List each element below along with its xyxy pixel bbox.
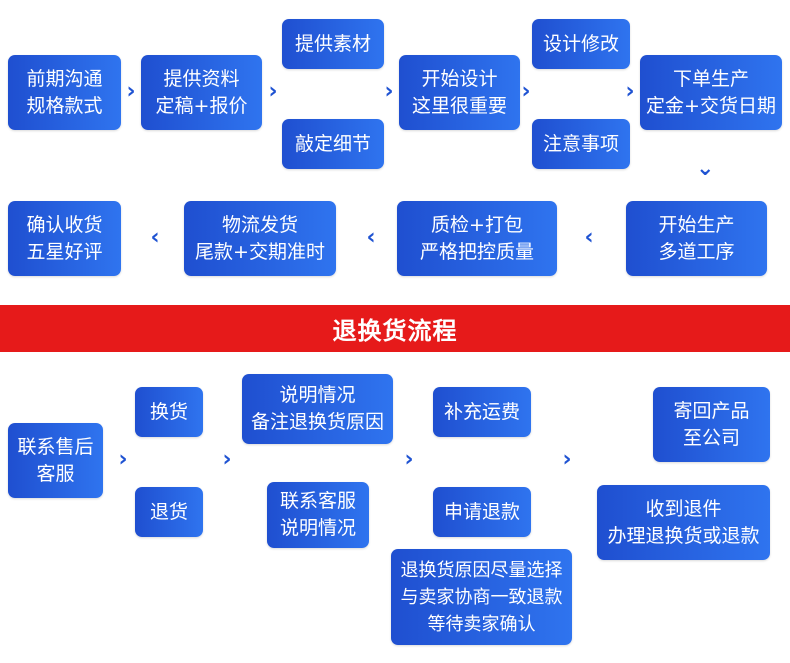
step-line: 规格款式 <box>26 94 103 117</box>
step-line: 等待卖家确认 <box>427 613 536 635</box>
step-start-design: 开始设计 这里很重要 <box>399 55 520 130</box>
step-line: 提供素材 <box>294 32 371 55</box>
step-provide-materials: 提供素材 <box>282 19 384 69</box>
step-provide-info: 提供资料 定稿+报价 <box>141 55 262 130</box>
chevron-right-icon: › <box>384 79 394 104</box>
return-refund-note: 退换货原因尽量选择 与卖家协商一致退款 等待卖家确认 <box>391 549 572 645</box>
step-line: 办理退换货或退款 <box>607 524 760 547</box>
chevron-right-icon: › <box>562 447 572 472</box>
step-line: 前期沟通 <box>26 67 103 90</box>
banner-title: 退换货流程 <box>332 317 458 345</box>
return-process-banner: 退换货流程 <box>0 305 790 352</box>
chevron-right-icon: › <box>521 79 531 104</box>
chevron-right-icon: › <box>268 79 278 104</box>
step-line: 定金+交货日期 <box>646 94 776 117</box>
chevron-left-icon: ‹ <box>366 225 376 250</box>
step-line: 与卖家协商一致退款 <box>400 586 563 608</box>
return-exchange: 换货 <box>135 387 203 437</box>
chevron-left-icon: ‹ <box>584 225 594 250</box>
step-line: 收到退件 <box>645 497 722 520</box>
step-communication: 前期沟通 规格款式 <box>8 55 121 130</box>
step-line: 确认收货 <box>26 213 103 236</box>
step-line: 联系客服 <box>279 490 356 512</box>
return-explain-reason: 说明情况 备注退换货原因 <box>242 374 393 444</box>
step-line: 这里很重要 <box>411 94 507 117</box>
step-line: 下单生产 <box>672 67 749 90</box>
chevron-right-icon: › <box>118 447 128 472</box>
step-line: 严格把控质量 <box>419 240 534 263</box>
step-line: 开始设计 <box>421 67 498 90</box>
return-contact-cs: 联系客服 说明情况 <box>267 482 369 548</box>
chevron-down-icon: ⌄ <box>696 156 715 181</box>
step-place-order: 下单生产 定金+交货日期 <box>640 55 782 130</box>
return-receive-process: 收到退件 办理退换货或退款 <box>597 485 770 560</box>
step-line: 开始生产 <box>658 213 735 236</box>
step-start-production: 开始生产 多道工序 <box>626 201 767 276</box>
step-design-revision: 设计修改 <box>532 19 630 69</box>
step-line: 物流发货 <box>221 213 298 236</box>
step-line: 提供资料 <box>163 67 240 90</box>
step-line: 联系售后 <box>17 435 94 458</box>
step-line: 申请退款 <box>443 500 520 523</box>
step-line: 注意事项 <box>542 132 619 155</box>
step-line: 补充运费 <box>443 400 520 423</box>
step-line: 设计修改 <box>542 32 619 55</box>
step-line: 退货 <box>149 500 188 523</box>
step-line: 敲定细节 <box>294 132 371 155</box>
step-line: 客服 <box>36 462 75 485</box>
return-shipping-fee: 补充运费 <box>433 387 531 437</box>
step-shipping: 物流发货 尾款+交期准时 <box>184 201 336 276</box>
step-line: 退换货原因尽量选择 <box>400 559 563 581</box>
step-line: 多道工序 <box>658 240 735 263</box>
chevron-right-icon: › <box>625 79 635 104</box>
chevron-right-icon: › <box>222 447 232 472</box>
return-refund: 退货 <box>135 487 203 537</box>
return-apply-refund: 申请退款 <box>433 487 531 537</box>
return-send-back: 寄回产品 至公司 <box>653 387 770 462</box>
step-line: 定稿+报价 <box>155 94 248 117</box>
step-line: 换货 <box>149 400 188 423</box>
step-line: 至公司 <box>682 426 740 449</box>
step-notes: 注意事项 <box>532 119 630 169</box>
step-finalize-details: 敲定细节 <box>282 119 384 169</box>
chevron-right-icon: › <box>404 447 414 472</box>
step-line: 五星好评 <box>26 240 103 263</box>
return-contact-support: 联系售后 客服 <box>8 423 103 498</box>
step-line: 尾款+交期准时 <box>195 240 325 263</box>
step-confirm-receipt: 确认收货 五星好评 <box>8 201 121 276</box>
step-line: 说明情况 <box>279 384 356 406</box>
step-line: 质检+打包 <box>431 213 523 236</box>
step-quality-check: 质检+打包 严格把控质量 <box>397 201 557 276</box>
chevron-left-icon: ‹ <box>150 225 160 250</box>
step-line: 说明情况 <box>279 517 356 539</box>
chevron-right-icon: › <box>126 79 136 104</box>
step-line: 备注退换货原因 <box>250 411 384 433</box>
step-line: 寄回产品 <box>673 399 750 422</box>
